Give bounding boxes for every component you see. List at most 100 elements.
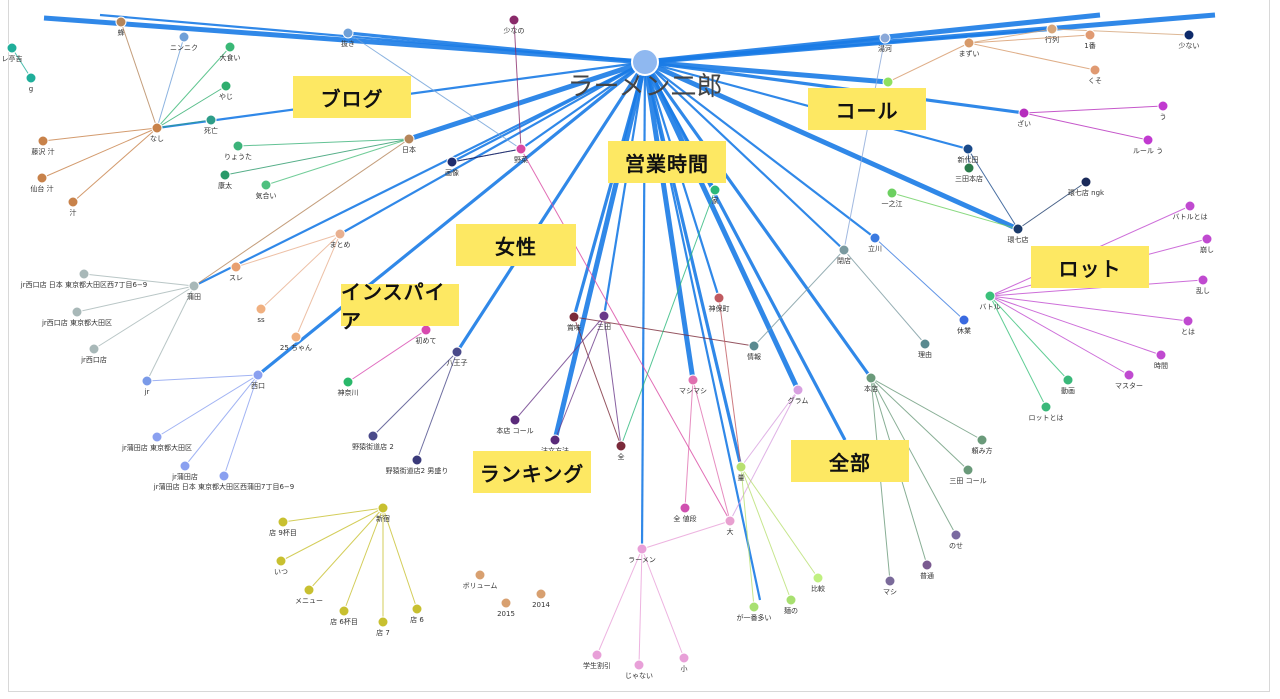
graph-node-ie[interactable] bbox=[709, 184, 721, 196]
graph-node-mise6hai[interactable] bbox=[338, 605, 350, 617]
graph-node-jr_nishiguchi[interactable] bbox=[88, 343, 100, 355]
graph-node-yasuta[interactable] bbox=[219, 169, 231, 181]
graph-node-jikan[interactable] bbox=[1155, 349, 1167, 361]
graph-node-zai[interactable] bbox=[1018, 107, 1030, 119]
graph-node-ga_ichiban[interactable] bbox=[748, 601, 760, 613]
graph-node-noge2_mori[interactable] bbox=[411, 454, 423, 466]
graph-node-sure[interactable] bbox=[230, 261, 242, 273]
graph-node-jr[interactable] bbox=[141, 375, 153, 387]
graph-node-honten[interactable] bbox=[865, 372, 877, 384]
graph-node-kyuugyou[interactable] bbox=[958, 314, 970, 326]
graph-node-sukunai[interactable] bbox=[1183, 29, 1195, 41]
graph-node-mita[interactable] bbox=[598, 310, 610, 322]
graph-node-none[interactable] bbox=[950, 529, 962, 541]
graph-node-jr_kamata_full[interactable] bbox=[218, 470, 230, 482]
graph-node-u[interactable] bbox=[1157, 100, 1169, 112]
graph-node-shou[interactable] bbox=[678, 652, 690, 664]
graph-node-battle[interactable] bbox=[984, 290, 996, 302]
graph-node-shindai[interactable] bbox=[962, 143, 974, 155]
graph-node-mashimashi[interactable] bbox=[687, 374, 699, 386]
graph-node-heiten[interactable] bbox=[838, 244, 850, 256]
graph-node-ryou[interactable] bbox=[735, 461, 747, 473]
graph-node-tanomikata[interactable] bbox=[976, 434, 988, 446]
graph-node-mita_honten[interactable] bbox=[963, 162, 975, 174]
graph-node-men[interactable] bbox=[785, 594, 797, 606]
graph-node-shiru[interactable] bbox=[67, 196, 79, 208]
graph-node-futsuu[interactable] bbox=[921, 559, 933, 571]
graph-node-mise6[interactable] bbox=[411, 603, 423, 615]
graph-node-ryouta[interactable] bbox=[232, 140, 244, 152]
graph-node-sendai[interactable] bbox=[36, 172, 48, 184]
graph-node-nishiguchi[interactable] bbox=[252, 369, 264, 381]
graph-node-yasai[interactable] bbox=[515, 143, 527, 155]
graph-node-jr_kamata_ku[interactable] bbox=[151, 431, 163, 443]
graph-node-jouhou[interactable] bbox=[748, 340, 760, 352]
graph-node-kamata[interactable] bbox=[188, 280, 200, 292]
graph-node-zen_nedan[interactable] bbox=[679, 502, 691, 514]
graph-node-itsu[interactable] bbox=[275, 555, 287, 567]
graph-node-rule[interactable] bbox=[1142, 134, 1154, 146]
graph-node-honten_call[interactable] bbox=[509, 414, 521, 426]
graph-node-nihon[interactable] bbox=[403, 133, 415, 145]
graph-node-25chan[interactable] bbox=[290, 331, 302, 343]
graph-node-lime1[interactable] bbox=[882, 76, 894, 88]
graph-node-hachioji[interactable] bbox=[451, 346, 463, 358]
graph-node-gakusei[interactable] bbox=[591, 649, 603, 661]
graph-node-gazou[interactable] bbox=[446, 156, 458, 168]
graph-node-kamishi[interactable] bbox=[568, 311, 580, 323]
graph-node-lot_toha[interactable] bbox=[1040, 401, 1052, 413]
graph-node-ramen[interactable] bbox=[636, 543, 648, 555]
graph-node-tachikawa[interactable] bbox=[869, 232, 881, 244]
graph-node-sanpo[interactable] bbox=[508, 14, 520, 26]
graph-node-nuki[interactable] bbox=[342, 27, 354, 39]
graph-node-menu[interactable] bbox=[303, 584, 315, 596]
graph-node-y2014[interactable] bbox=[535, 588, 547, 600]
graph-node-ichiban[interactable] bbox=[1084, 29, 1096, 41]
graph-node-kanagawa[interactable] bbox=[342, 376, 354, 388]
graph-node-matome[interactable] bbox=[334, 228, 346, 240]
graph-node-kan7ngk[interactable] bbox=[1080, 176, 1092, 188]
graph-node-kuzushi[interactable] bbox=[1201, 233, 1213, 245]
graph-node-hachi[interactable] bbox=[115, 16, 127, 28]
graph-node-mise9[interactable] bbox=[277, 516, 289, 528]
graph-node-hikaku[interactable] bbox=[812, 572, 824, 584]
graph-node-g[interactable] bbox=[25, 72, 37, 84]
graph-node-fujisawa[interactable] bbox=[37, 135, 49, 147]
graph-node-kuso[interactable] bbox=[1089, 64, 1101, 76]
graph-node-ss[interactable] bbox=[255, 303, 267, 315]
graph-node-jr_nishiguchi_full[interactable] bbox=[78, 268, 90, 280]
graph-node-jr_nishiguchi_ku[interactable] bbox=[71, 306, 83, 318]
graph-node-janai[interactable] bbox=[633, 659, 645, 671]
graph-node-kan7[interactable] bbox=[1012, 223, 1024, 235]
graph-node-shinjuku[interactable] bbox=[377, 502, 389, 514]
graph-node-chuumon[interactable] bbox=[549, 434, 561, 446]
hub-node[interactable] bbox=[631, 48, 659, 76]
graph-node-yuushi[interactable] bbox=[879, 32, 891, 44]
graph-node-shibou[interactable] bbox=[205, 114, 217, 126]
graph-node-mazui[interactable] bbox=[963, 37, 975, 49]
graph-node-midashi[interactable] bbox=[1197, 274, 1209, 286]
graph-node-nashi[interactable] bbox=[151, 122, 163, 134]
graph-node-nin[interactable] bbox=[178, 31, 190, 43]
graph-node-mise7[interactable] bbox=[377, 616, 389, 628]
graph-node-toha[interactable] bbox=[1182, 315, 1194, 327]
graph-node-dai[interactable] bbox=[724, 515, 736, 527]
graph-node-noge2[interactable] bbox=[367, 430, 379, 442]
graph-node-zen[interactable] bbox=[615, 440, 627, 452]
graph-node-gram[interactable] bbox=[792, 384, 804, 396]
graph-node-battle_toha[interactable] bbox=[1184, 200, 1196, 212]
graph-node-y2015[interactable] bbox=[500, 597, 512, 609]
graph-node-ichinoe[interactable] bbox=[886, 187, 898, 199]
graph-node-jinbo[interactable] bbox=[713, 292, 725, 304]
graph-node-riyuu[interactable] bbox=[919, 338, 931, 350]
graph-node-kiai[interactable] bbox=[260, 179, 272, 191]
graph-node-master[interactable] bbox=[1123, 369, 1135, 381]
graph-node-yaji[interactable] bbox=[220, 80, 232, 92]
graph-node-volume[interactable] bbox=[474, 569, 486, 581]
graph-node-teikichi[interactable] bbox=[6, 42, 18, 54]
graph-node-mashi[interactable] bbox=[884, 575, 896, 587]
graph-node-jr_kamata[interactable] bbox=[179, 460, 191, 472]
graph-node-douga[interactable] bbox=[1062, 374, 1074, 386]
graph-node-ookui[interactable] bbox=[224, 41, 236, 53]
